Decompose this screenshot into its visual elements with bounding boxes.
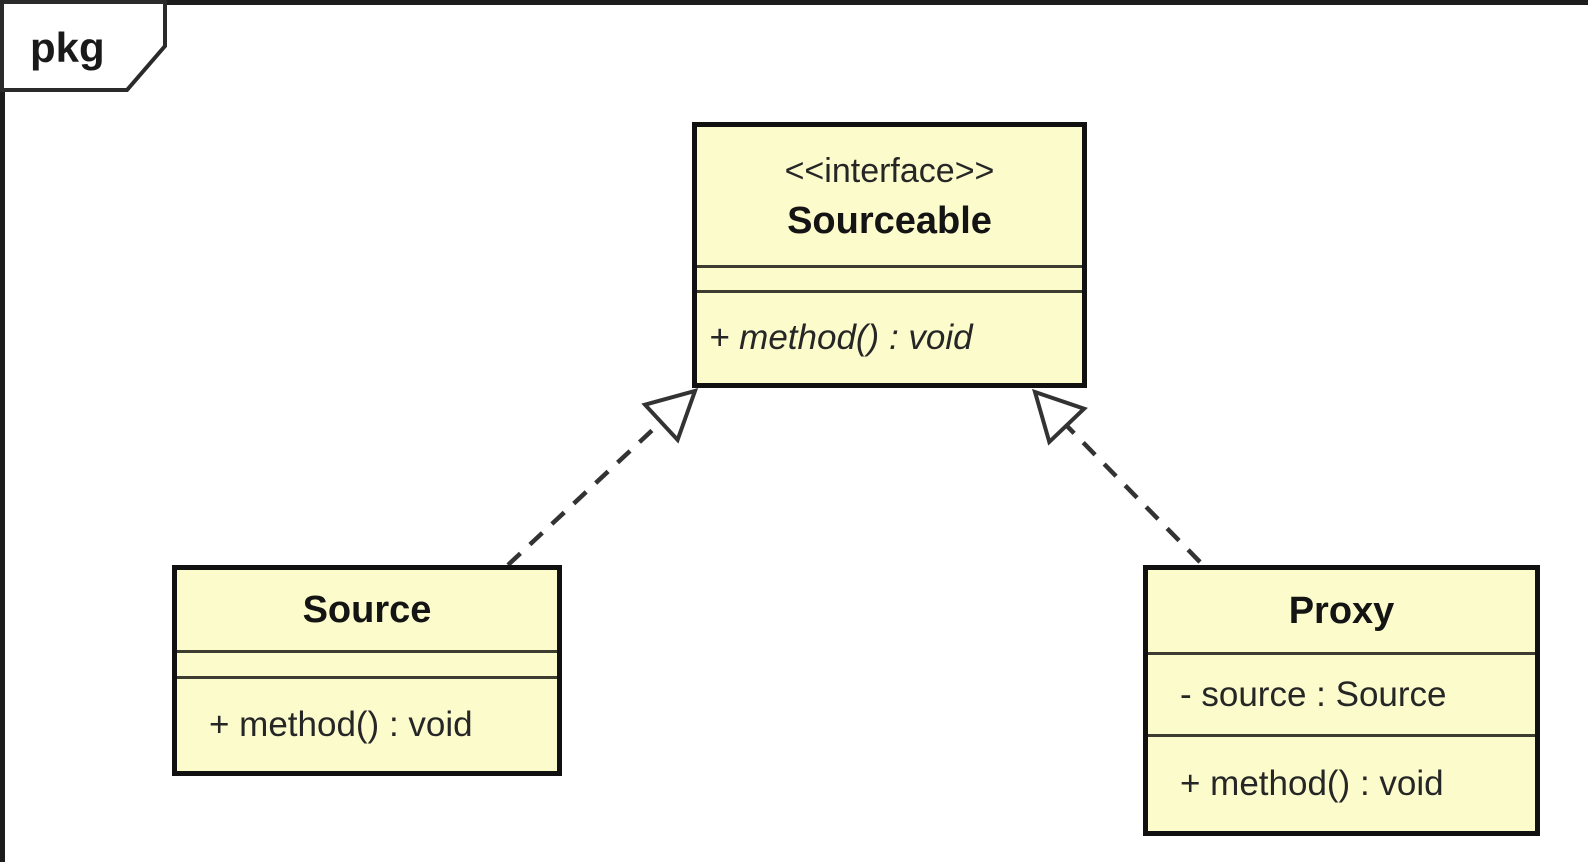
operation-label: + method() : void [1180,764,1444,803]
class-name: Sourceable [787,200,992,242]
operations-compartment: + method() : void [177,676,557,771]
class-name: Source [302,589,432,631]
operation-label: + method() : void [709,318,973,357]
class-name: Proxy [1288,590,1395,632]
realization-source-to-sourceable [506,388,699,567]
operations-compartment: + method() : void [697,290,1082,383]
attributes-compartment [697,265,1082,290]
operation-label: + method() : void [209,705,473,744]
name-compartment: <<interface>> Sourceable [697,127,1082,265]
class-proxy[interactable]: Proxy - source : Source + method() : voi… [1143,565,1540,836]
hollow-triangle-arrowhead [1032,388,1088,446]
frame-border-left [0,0,5,862]
realization-proxy-to-sourceable [1032,388,1202,564]
realization-dashed-line [1064,423,1202,564]
name-compartment: Proxy [1148,570,1535,652]
class-sourceable[interactable]: <<interface>> Sourceable + method() : vo… [692,122,1087,388]
operations-compartment: + method() : void [1148,734,1535,831]
attributes-compartment [177,650,557,676]
frame-border-top [0,0,1588,5]
attribute-label: - source : Source [1180,674,1447,714]
stereotype-label: <<interface>> [784,152,995,190]
hollow-triangle-arrowhead [641,388,699,444]
attributes-compartment: - source : Source [1148,652,1535,734]
package-tab [0,0,167,92]
class-source[interactable]: Source + method() : void [172,565,562,776]
package-label: pkg [30,24,105,71]
realization-dashed-line [506,420,663,567]
name-compartment: Source [177,570,557,650]
